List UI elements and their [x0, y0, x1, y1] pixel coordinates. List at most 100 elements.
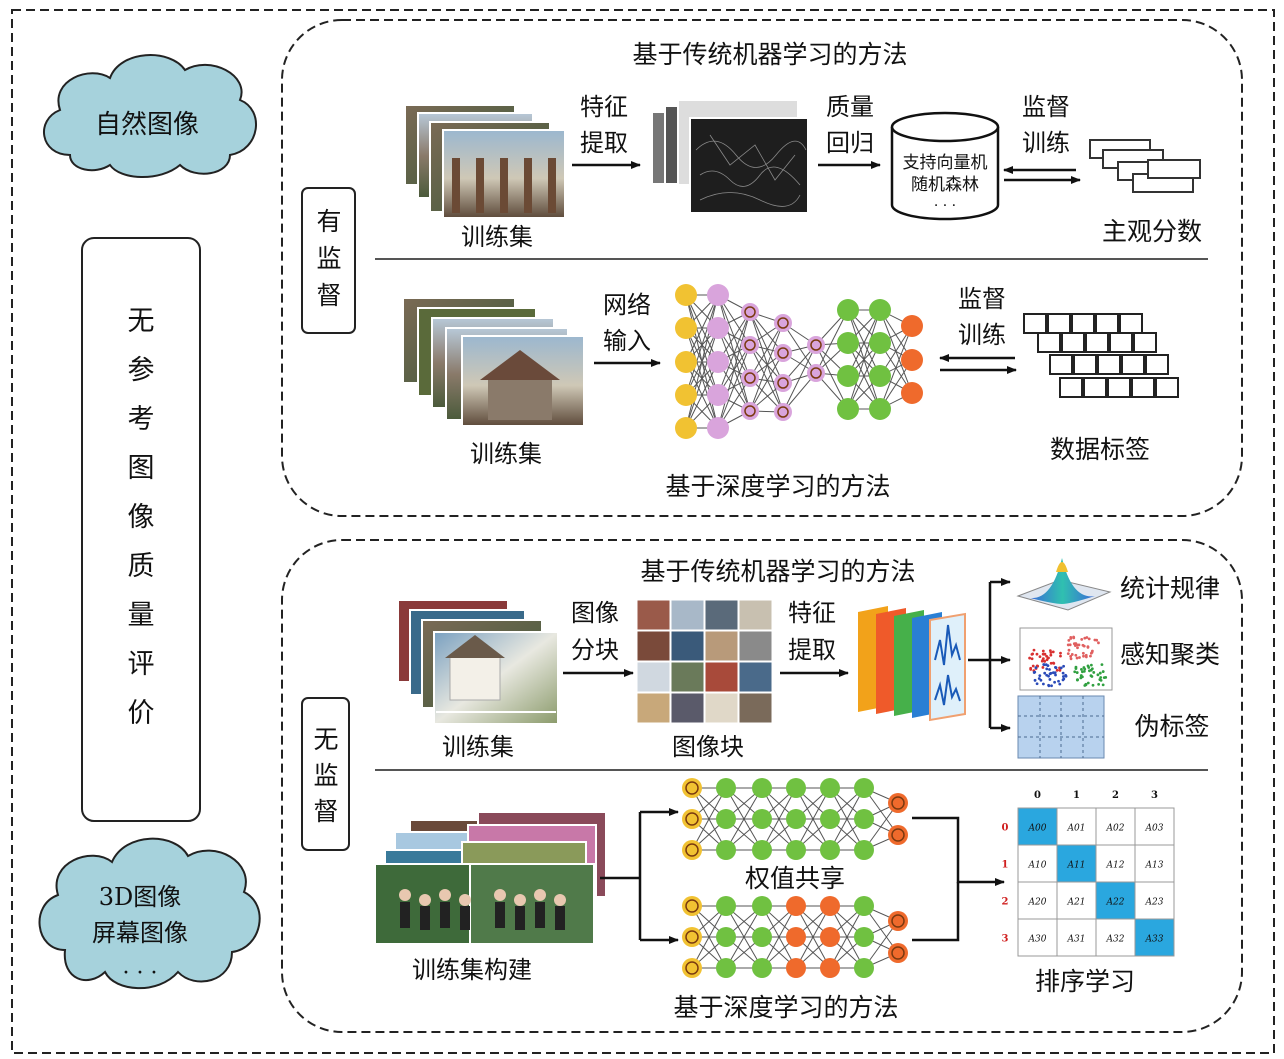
sup-dl-input-2: 输入 [603, 327, 651, 355]
cluster-point [1054, 673, 1057, 677]
net-node [707, 351, 729, 373]
net-edge [795, 787, 831, 851]
image-block [670, 599, 705, 631]
net-edge [879, 325, 913, 410]
cluster-point [1089, 663, 1093, 667]
unsup-ml-title: 基于传统机器学习的方法 [640, 557, 915, 586]
cluster-point [1050, 684, 1053, 688]
net-node-ring [891, 828, 905, 842]
cluster-point [1062, 675, 1065, 678]
cluster-point [1074, 665, 1078, 669]
net-edge [815, 344, 849, 410]
net-edge [749, 344, 784, 413]
net-node [675, 317, 697, 339]
cluster-point [1030, 657, 1034, 661]
matrix-cell-label: A10 [1028, 861, 1047, 871]
matrix-cell [1095, 881, 1136, 920]
cluster-point [1034, 666, 1038, 669]
net-edge [685, 361, 719, 429]
net-node [752, 896, 772, 916]
supervised-side-label: 有监督 [316, 207, 341, 310]
net-node [854, 958, 874, 978]
net-node [820, 958, 840, 978]
cluster-point [1101, 670, 1105, 673]
matrix-cell-label: A30 [1028, 935, 1047, 945]
net-node [675, 284, 697, 306]
label-cell [1083, 377, 1107, 398]
net-node [888, 911, 908, 931]
cluster-point [1084, 655, 1088, 659]
net-node [901, 349, 923, 371]
net-node [716, 809, 736, 829]
net-node [786, 809, 806, 829]
cluster-point [1072, 635, 1075, 639]
cluster-point [1038, 655, 1042, 659]
unsup-split-1: 图像 [571, 599, 619, 627]
cluster-point [1059, 666, 1063, 670]
cluster-point [1058, 682, 1062, 686]
net-node-ring [891, 796, 905, 810]
net-edge [685, 294, 719, 429]
matrix-col-index: 3 [1151, 790, 1158, 801]
net-node [752, 778, 772, 798]
cluster-point [1091, 683, 1095, 687]
cluster-point [1075, 671, 1079, 674]
model-line-1: 支持向量机 [903, 153, 988, 173]
label-cell [1073, 354, 1097, 375]
image-block [670, 661, 705, 693]
net-node-ring [744, 306, 756, 318]
cluster-point [1049, 653, 1053, 657]
output-stat: 统计规律 [1120, 574, 1220, 603]
net-node-ring [777, 347, 789, 359]
net-edge [749, 322, 784, 412]
unsup-feature-2: 提取 [788, 636, 836, 664]
net-edge [749, 352, 784, 412]
subjective-score-label: 主观分数 [1102, 217, 1202, 246]
net-node [854, 896, 874, 916]
net-node [854, 927, 874, 947]
matrix-cell [1134, 844, 1175, 883]
cluster-point [1035, 682, 1039, 686]
cluster-point [1049, 651, 1053, 654]
net-node [752, 809, 772, 829]
cluster-point [1098, 671, 1102, 675]
net-node [869, 365, 891, 387]
sup-dl-training-label: 训练集 [470, 440, 542, 468]
net-node [786, 958, 806, 978]
cluster-point [1054, 666, 1058, 670]
cluster-point [1081, 643, 1085, 647]
output-cluster: 感知聚类 [1120, 640, 1220, 669]
matrix-row-index: 2 [1002, 897, 1009, 908]
net-node [869, 398, 891, 420]
label-cell [1047, 313, 1071, 334]
matrix-col-index: 1 [1073, 790, 1080, 801]
net-edge [691, 787, 727, 851]
image-block [636, 630, 671, 662]
sup-ml-regress-2: 回归 [826, 129, 874, 157]
matrix-cell-label: A32 [1106, 935, 1125, 945]
cluster-point [1048, 672, 1052, 676]
net-node [786, 840, 806, 860]
sup-ml-feature-1: 特征 [580, 93, 628, 121]
net-node [707, 384, 729, 406]
image-blocks [636, 599, 773, 724]
net-edge [725, 905, 763, 969]
net-edge [685, 327, 719, 429]
net-node [741, 336, 759, 354]
net-node [716, 958, 736, 978]
sup-ml-feature-2: 提取 [580, 129, 628, 157]
unsupervised-panel [281, 539, 1243, 1033]
cluster-point [1043, 671, 1047, 675]
net-node-ring [891, 946, 905, 960]
image-block [738, 630, 773, 662]
cluster-point [1082, 669, 1086, 673]
vertical-char: 量 [128, 600, 155, 631]
vertical-char: 考 [128, 404, 155, 435]
matrix-cell-label: A11 [1067, 861, 1086, 871]
sup-ml-regress-1: 质量 [826, 93, 874, 121]
net-node-ring [744, 372, 756, 384]
net-node [786, 896, 806, 916]
net-edge [795, 905, 831, 969]
net-node [854, 840, 874, 860]
